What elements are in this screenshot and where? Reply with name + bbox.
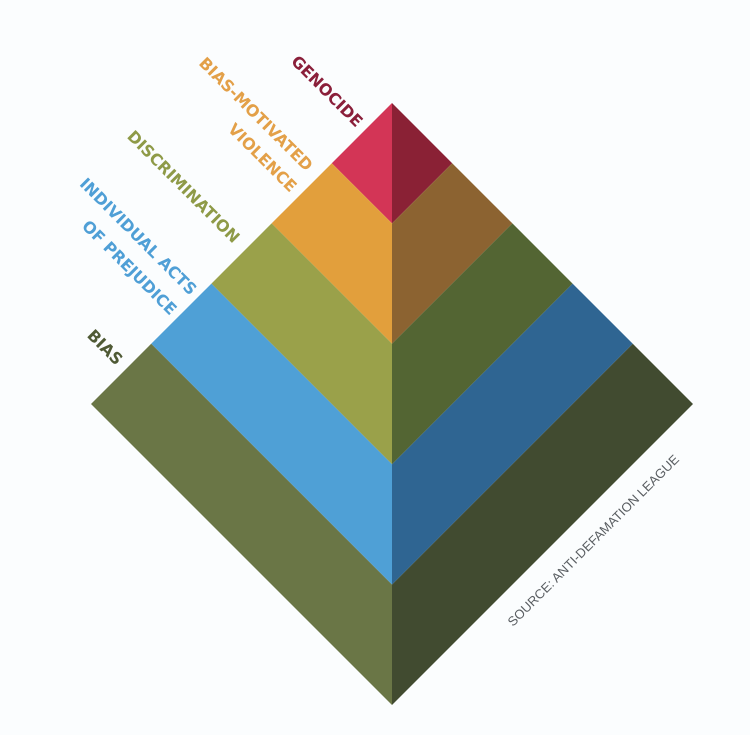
bias-motivated-violence-band-right (392, 163, 513, 344)
genocide-band-left (331, 103, 392, 224)
discrimination-band-right (392, 223, 573, 465)
individual-acts-of-prejudice-band-left (151, 283, 392, 585)
bias-motivated-violence-band-left (271, 163, 392, 344)
genocide-band-right (392, 103, 453, 224)
genocide-label: GENOCIDE (287, 52, 366, 131)
individual-acts-of-prejudice-band-right (392, 283, 633, 585)
discrimination-band-left (211, 223, 392, 465)
bias-band-left (91, 343, 392, 705)
bias-band-right (392, 343, 693, 705)
bias-label: BIAS (83, 326, 126, 369)
